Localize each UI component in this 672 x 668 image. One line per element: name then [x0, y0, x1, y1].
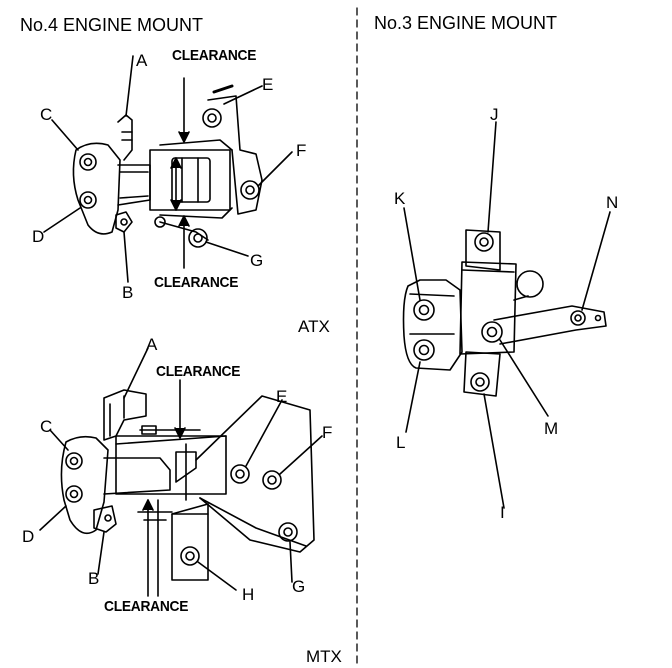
mtx-bolt-f [262, 470, 282, 490]
mtx-bolt-g [278, 522, 298, 542]
atx-left-bracket [72, 142, 121, 235]
mtx-callout-f: F [322, 423, 333, 442]
mtx-variant-label: MTX [306, 647, 342, 666]
no3-bolt-k [413, 299, 435, 321]
atx-variant-label: ATX [298, 317, 330, 336]
mtx-bolt-d [65, 485, 83, 503]
title-no4-engine-mount: No.4 ENGINE MOUNT [20, 15, 204, 35]
mtx-bolt-h [180, 546, 200, 566]
no3-body [459, 261, 517, 355]
atx-callout-a: A [136, 51, 148, 70]
atx-mount-drawing [43, 55, 293, 283]
mtx-bolt-e [230, 464, 250, 484]
no3-bolt-n [570, 310, 586, 326]
mtx-long-bracket [195, 395, 315, 553]
no3-callout-k: K [394, 189, 406, 208]
mtx-callout-c: C [40, 417, 53, 436]
no3-bolt-i [470, 372, 490, 392]
atx-clearance-top: CLEARANCE [172, 47, 257, 64]
mtx-callout-e: E [276, 387, 288, 406]
atx-bracket-a [117, 114, 133, 161]
atx-bolt-g [188, 228, 208, 248]
atx-bolt-d [79, 191, 97, 209]
mtx-left-bracket [60, 435, 109, 535]
mtx-mount-drawing [39, 347, 323, 597]
no3-bracket-i [463, 351, 501, 397]
mtx-callout-b: B [88, 569, 100, 588]
no3-callout-i: I [500, 503, 505, 522]
atx-mount-body [149, 149, 231, 211]
no3-bolt-l [413, 339, 435, 361]
no3-callout-l: L [396, 433, 406, 452]
no3-callout-n: N [606, 193, 619, 212]
no3-callout-m: M [544, 419, 559, 438]
mtx-lower-bracket [171, 513, 209, 581]
mtx-mount-body [115, 435, 227, 495]
no3-arm [493, 305, 607, 345]
atx-callout-b: B [122, 283, 134, 302]
mtx-callout-g: G [292, 577, 306, 596]
no3-bolt-m [481, 321, 503, 343]
mtx-callout-d: D [22, 527, 35, 546]
mtx-clearance-bottom: CLEARANCE [104, 598, 189, 615]
no3-callout-j: J [490, 105, 499, 124]
mtx-clip-b [93, 505, 117, 533]
mtx-clearance-top: CLEARANCE [156, 363, 241, 380]
no3-left-mount [402, 279, 463, 371]
atx-bolt-e [202, 108, 222, 128]
atx-bolt-c [79, 153, 97, 171]
no3-bumper [516, 270, 544, 298]
atx-callout-d: D [32, 227, 45, 246]
mtx-callout-a: A [146, 335, 158, 354]
mtx-callout-h: H [242, 585, 255, 604]
atx-right-bracket [207, 95, 263, 215]
atx-callout-e: E [262, 75, 274, 94]
title-no3-engine-mount: No.3 ENGINE MOUNT [374, 13, 558, 33]
atx-clearance-bottom: CLEARANCE [154, 274, 239, 291]
no3-mount-drawing [402, 121, 611, 509]
atx-callout-c: C [40, 105, 53, 124]
mtx-bolt-c [65, 452, 83, 470]
no3-bolt-j [474, 232, 494, 252]
atx-callout-f: F [296, 141, 307, 160]
atx-clip-b [115, 211, 133, 233]
atx-callout-g: G [250, 251, 264, 270]
atx-bolt-f [240, 180, 260, 200]
